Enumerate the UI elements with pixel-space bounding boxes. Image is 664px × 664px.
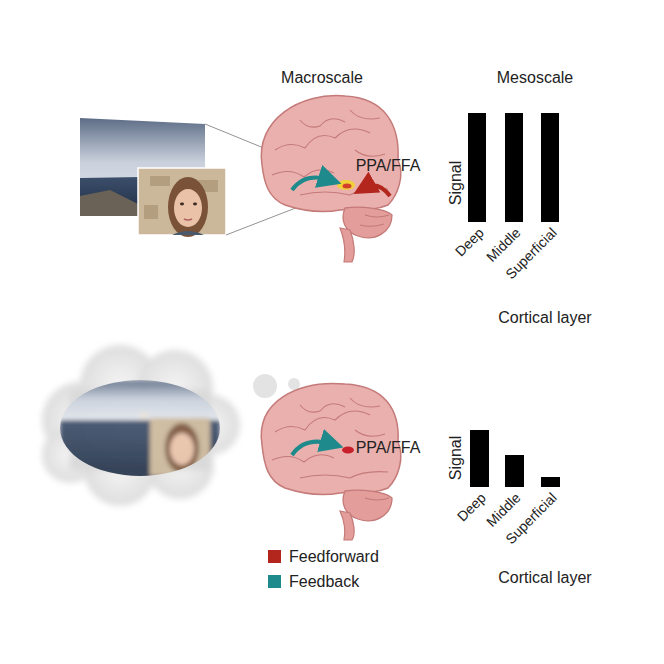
bar-chart — [468, 113, 559, 222]
thought-cloud — [42, 345, 300, 506]
axis-title: Cortical layer — [498, 309, 591, 327]
scale-heading: Macroscale — [281, 69, 363, 87]
legend-text: Feedback — [289, 573, 359, 591]
axis-title: Signal — [447, 436, 465, 480]
scale-heading: Mesoscale — [497, 69, 573, 87]
face-photo — [138, 168, 226, 237]
legend-swatch — [268, 550, 281, 563]
region-label: PPA/FFA — [356, 439, 421, 457]
tick-label: Deep — [451, 224, 487, 260]
legend-text: Feedforward — [289, 548, 379, 566]
bar-chart — [470, 430, 560, 487]
brain — [261, 96, 401, 262]
axis-title: Cortical layer — [498, 569, 591, 587]
region-label: PPA/FFA — [356, 157, 421, 175]
brain — [261, 384, 401, 540]
axis-title: Signal — [447, 161, 465, 205]
legend-swatch — [268, 575, 281, 588]
